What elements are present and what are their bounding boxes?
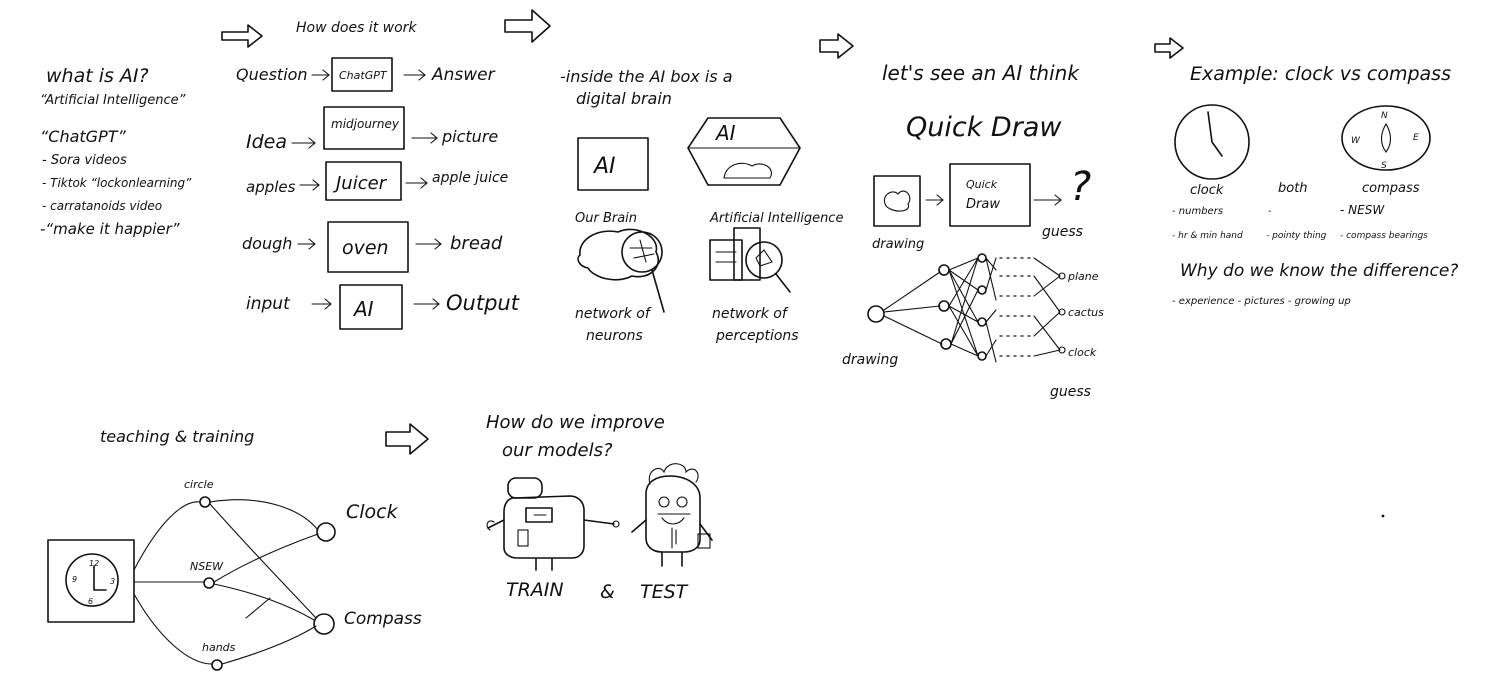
improve-title-line-2: our models? bbox=[502, 440, 613, 461]
what-is-ai-acronym: “Artificial Intelligence” bbox=[40, 93, 186, 108]
compass-w: W bbox=[1351, 136, 1361, 146]
quick-draw-question: ? bbox=[1070, 164, 1091, 210]
row-1-box: ChatGPT bbox=[339, 69, 388, 82]
train-label: TRAIN bbox=[506, 579, 564, 601]
row-4-output: bread bbox=[450, 233, 503, 254]
robot-train-icon bbox=[486, 477, 620, 571]
digital-brain-title-line-2: digital brain bbox=[576, 89, 672, 108]
row-5-output: Output bbox=[446, 291, 520, 315]
what-is-ai-bullet-4: -“make it happier” bbox=[40, 220, 180, 238]
digital-brain-section: -inside the AI box is a digital brain AI… bbox=[560, 67, 843, 344]
teaching-clock-3: 3 bbox=[110, 577, 115, 586]
compass-icon bbox=[1341, 105, 1431, 171]
feature-nsew: NSEW bbox=[190, 560, 224, 573]
how-it-works-title: How does it work bbox=[296, 20, 417, 36]
what-is-ai-bullet-3: - carratanoids video bbox=[42, 199, 162, 213]
example-section: Example: clock vs compass N S W E clock … bbox=[1172, 63, 1458, 307]
clock-label: clock bbox=[1190, 183, 1224, 198]
row-4-box: oven bbox=[342, 237, 389, 259]
teaching-section: teaching & training 12 9 3 6 circle NSEW… bbox=[47, 427, 422, 671]
quick-draw-drawing-label: drawing bbox=[872, 237, 924, 252]
teaching-title: teaching & training bbox=[100, 427, 254, 446]
output-compass: Compass bbox=[344, 609, 422, 629]
both-col-2: - pointy thing bbox=[1266, 231, 1327, 241]
what-is-ai-section: what is AI? “Artificial Intelligence” “C… bbox=[40, 65, 192, 238]
feature-circle: circle bbox=[184, 478, 214, 491]
row-1-input: Question bbox=[236, 65, 308, 84]
section-arrow-3 bbox=[819, 33, 854, 59]
row-2-input: Idea bbox=[246, 131, 287, 153]
quick-draw-heading: let's see an AI think bbox=[882, 61, 1080, 85]
row-2-box: midjourney bbox=[331, 117, 400, 131]
network-output-plane: plane bbox=[1067, 270, 1099, 283]
ai-box-label: AI bbox=[592, 154, 616, 179]
what-is-ai-bullet-2: - Tiktok “lockonlearning” bbox=[42, 176, 192, 190]
compass-n: N bbox=[1381, 111, 1388, 121]
teaching-clock-6: 6 bbox=[88, 597, 93, 606]
both-label: both bbox=[1278, 181, 1308, 196]
row-3-output: apple juice bbox=[432, 170, 508, 186]
section-arrow-1 bbox=[221, 24, 263, 48]
quick-draw-guess-label: guess bbox=[1042, 224, 1083, 240]
teaching-clock-9: 9 bbox=[72, 575, 77, 584]
row-1-output: Answer bbox=[431, 65, 496, 85]
why-reasons: - experience - pictures - growing up bbox=[1172, 296, 1351, 307]
amp-label: & bbox=[600, 581, 615, 603]
row-2-output: picture bbox=[441, 127, 498, 146]
how-it-works-section: How does it work Question ChatGPT Answer… bbox=[236, 20, 520, 330]
artificial-intelligence-label: Artificial Intelligence bbox=[709, 211, 843, 226]
network-perceptions-line-2: perceptions bbox=[715, 328, 799, 344]
clock-sketch-icon bbox=[65, 553, 119, 607]
robot-test-icon bbox=[631, 463, 713, 567]
our-brain-label: Our Brain bbox=[575, 211, 637, 226]
improve-title-line-1: How do we improve bbox=[486, 412, 665, 433]
what-is-ai-bullet-1: - Sora videos bbox=[42, 153, 127, 168]
teaching-clock-12: 12 bbox=[89, 559, 99, 568]
output-clock: Clock bbox=[346, 501, 399, 523]
compass-e: E bbox=[1413, 133, 1419, 143]
network-output-cactus: cactus bbox=[1068, 306, 1104, 319]
neural-network bbox=[867, 253, 1066, 363]
section-arrow-5 bbox=[385, 423, 429, 455]
what-is-ai-title: what is AI? bbox=[46, 65, 149, 87]
network-drawing-label: drawing bbox=[842, 352, 898, 368]
compass-label: compass bbox=[1362, 181, 1420, 196]
row-4-input: dough bbox=[242, 234, 292, 253]
improve-section: How do we improve our models? TRAIN & bbox=[486, 412, 713, 603]
quick-draw-box-line-1: Quick bbox=[966, 178, 998, 191]
test-label: TEST bbox=[640, 581, 689, 603]
network-neurons-line-2: neurons bbox=[586, 328, 643, 344]
example-title: Example: clock vs compass bbox=[1190, 63, 1451, 85]
ai-head-label: AI bbox=[714, 121, 736, 145]
clock-col-1: - numbers bbox=[1172, 206, 1223, 217]
row-3-box: Juicer bbox=[333, 173, 388, 194]
compass-s: S bbox=[1381, 161, 1387, 171]
quick-draw-section: let's see an AI think Quick Draw Quick D… bbox=[842, 61, 1104, 400]
network-output-clock: clock bbox=[1068, 346, 1097, 359]
compass-col-1: - NESW bbox=[1340, 203, 1385, 217]
compass-col-2: - compass bearings bbox=[1340, 231, 1428, 241]
row-3-input: apples bbox=[246, 178, 296, 196]
row-5-input: input bbox=[246, 294, 291, 314]
network-perceptions-line-1: network of bbox=[712, 306, 789, 322]
why-heading: Why do we know the difference? bbox=[1180, 261, 1458, 281]
network-guess-label: guess bbox=[1050, 384, 1091, 400]
what-is-ai-chatgpt: “ChatGPT” bbox=[40, 127, 127, 146]
row-5-box: AI bbox=[352, 297, 374, 321]
both-col-1: - bbox=[1268, 206, 1272, 217]
section-arrow-2 bbox=[504, 9, 551, 43]
stray-dot bbox=[1381, 514, 1385, 518]
network-neurons-line-1: network of bbox=[575, 306, 652, 322]
feature-hands: hands bbox=[202, 641, 236, 654]
clock-icon bbox=[1174, 104, 1250, 180]
section-arrow-4 bbox=[1154, 37, 1184, 59]
digital-brain-title-line-1: -inside the AI box is a bbox=[560, 67, 733, 86]
quick-draw-title: Quick Draw bbox=[906, 112, 1062, 143]
clock-col-2: - hr & min hand bbox=[1172, 231, 1243, 241]
quick-draw-box-line-2: Draw bbox=[966, 197, 1000, 212]
